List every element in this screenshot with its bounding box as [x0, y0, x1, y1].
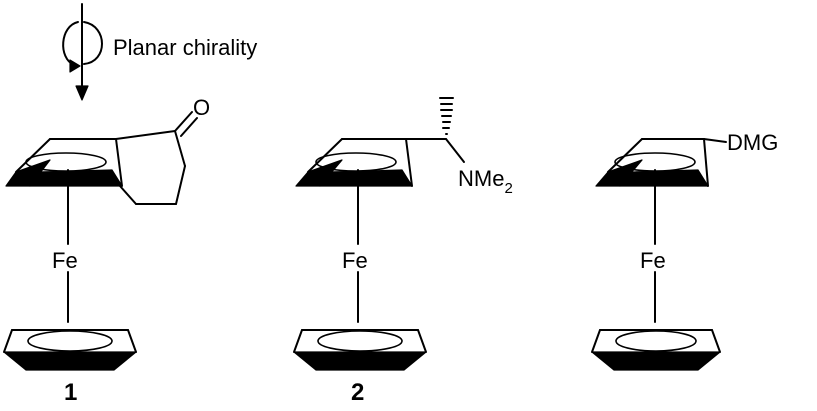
bottom-cp-ring	[293, 329, 427, 371]
planar-chirality-label: Planar chirality	[113, 35, 257, 60]
iron-label: Fe	[342, 248, 368, 273]
iron-label: Fe	[52, 248, 78, 273]
top-cp-ring	[5, 138, 123, 187]
hashed-wedge-bond	[439, 97, 454, 135]
dimethylaminoethyl-side-chain	[405, 97, 465, 163]
compound-2-number: 2	[351, 379, 364, 406]
iron-label: Fe	[640, 248, 666, 273]
amine-label: NMe2	[458, 166, 513, 197]
rotation-arrow-icon	[62, 3, 103, 101]
bottom-cp-ring	[591, 329, 721, 371]
top-cp-ring	[595, 138, 727, 187]
top-cp-ring	[295, 138, 413, 187]
compound-1: Planar chirality O Fe	[3, 3, 257, 406]
carbonyl-oxygen-label: O	[193, 95, 210, 120]
cyclohexanone-ring	[115, 111, 198, 205]
bottom-cp-ring	[3, 329, 137, 371]
directing-group-label: DMG	[727, 130, 778, 155]
compound-1-number: 1	[64, 379, 77, 406]
compound-dmg: DMG Fe	[591, 130, 778, 371]
compound-2: NMe2 Fe 2	[293, 97, 513, 406]
